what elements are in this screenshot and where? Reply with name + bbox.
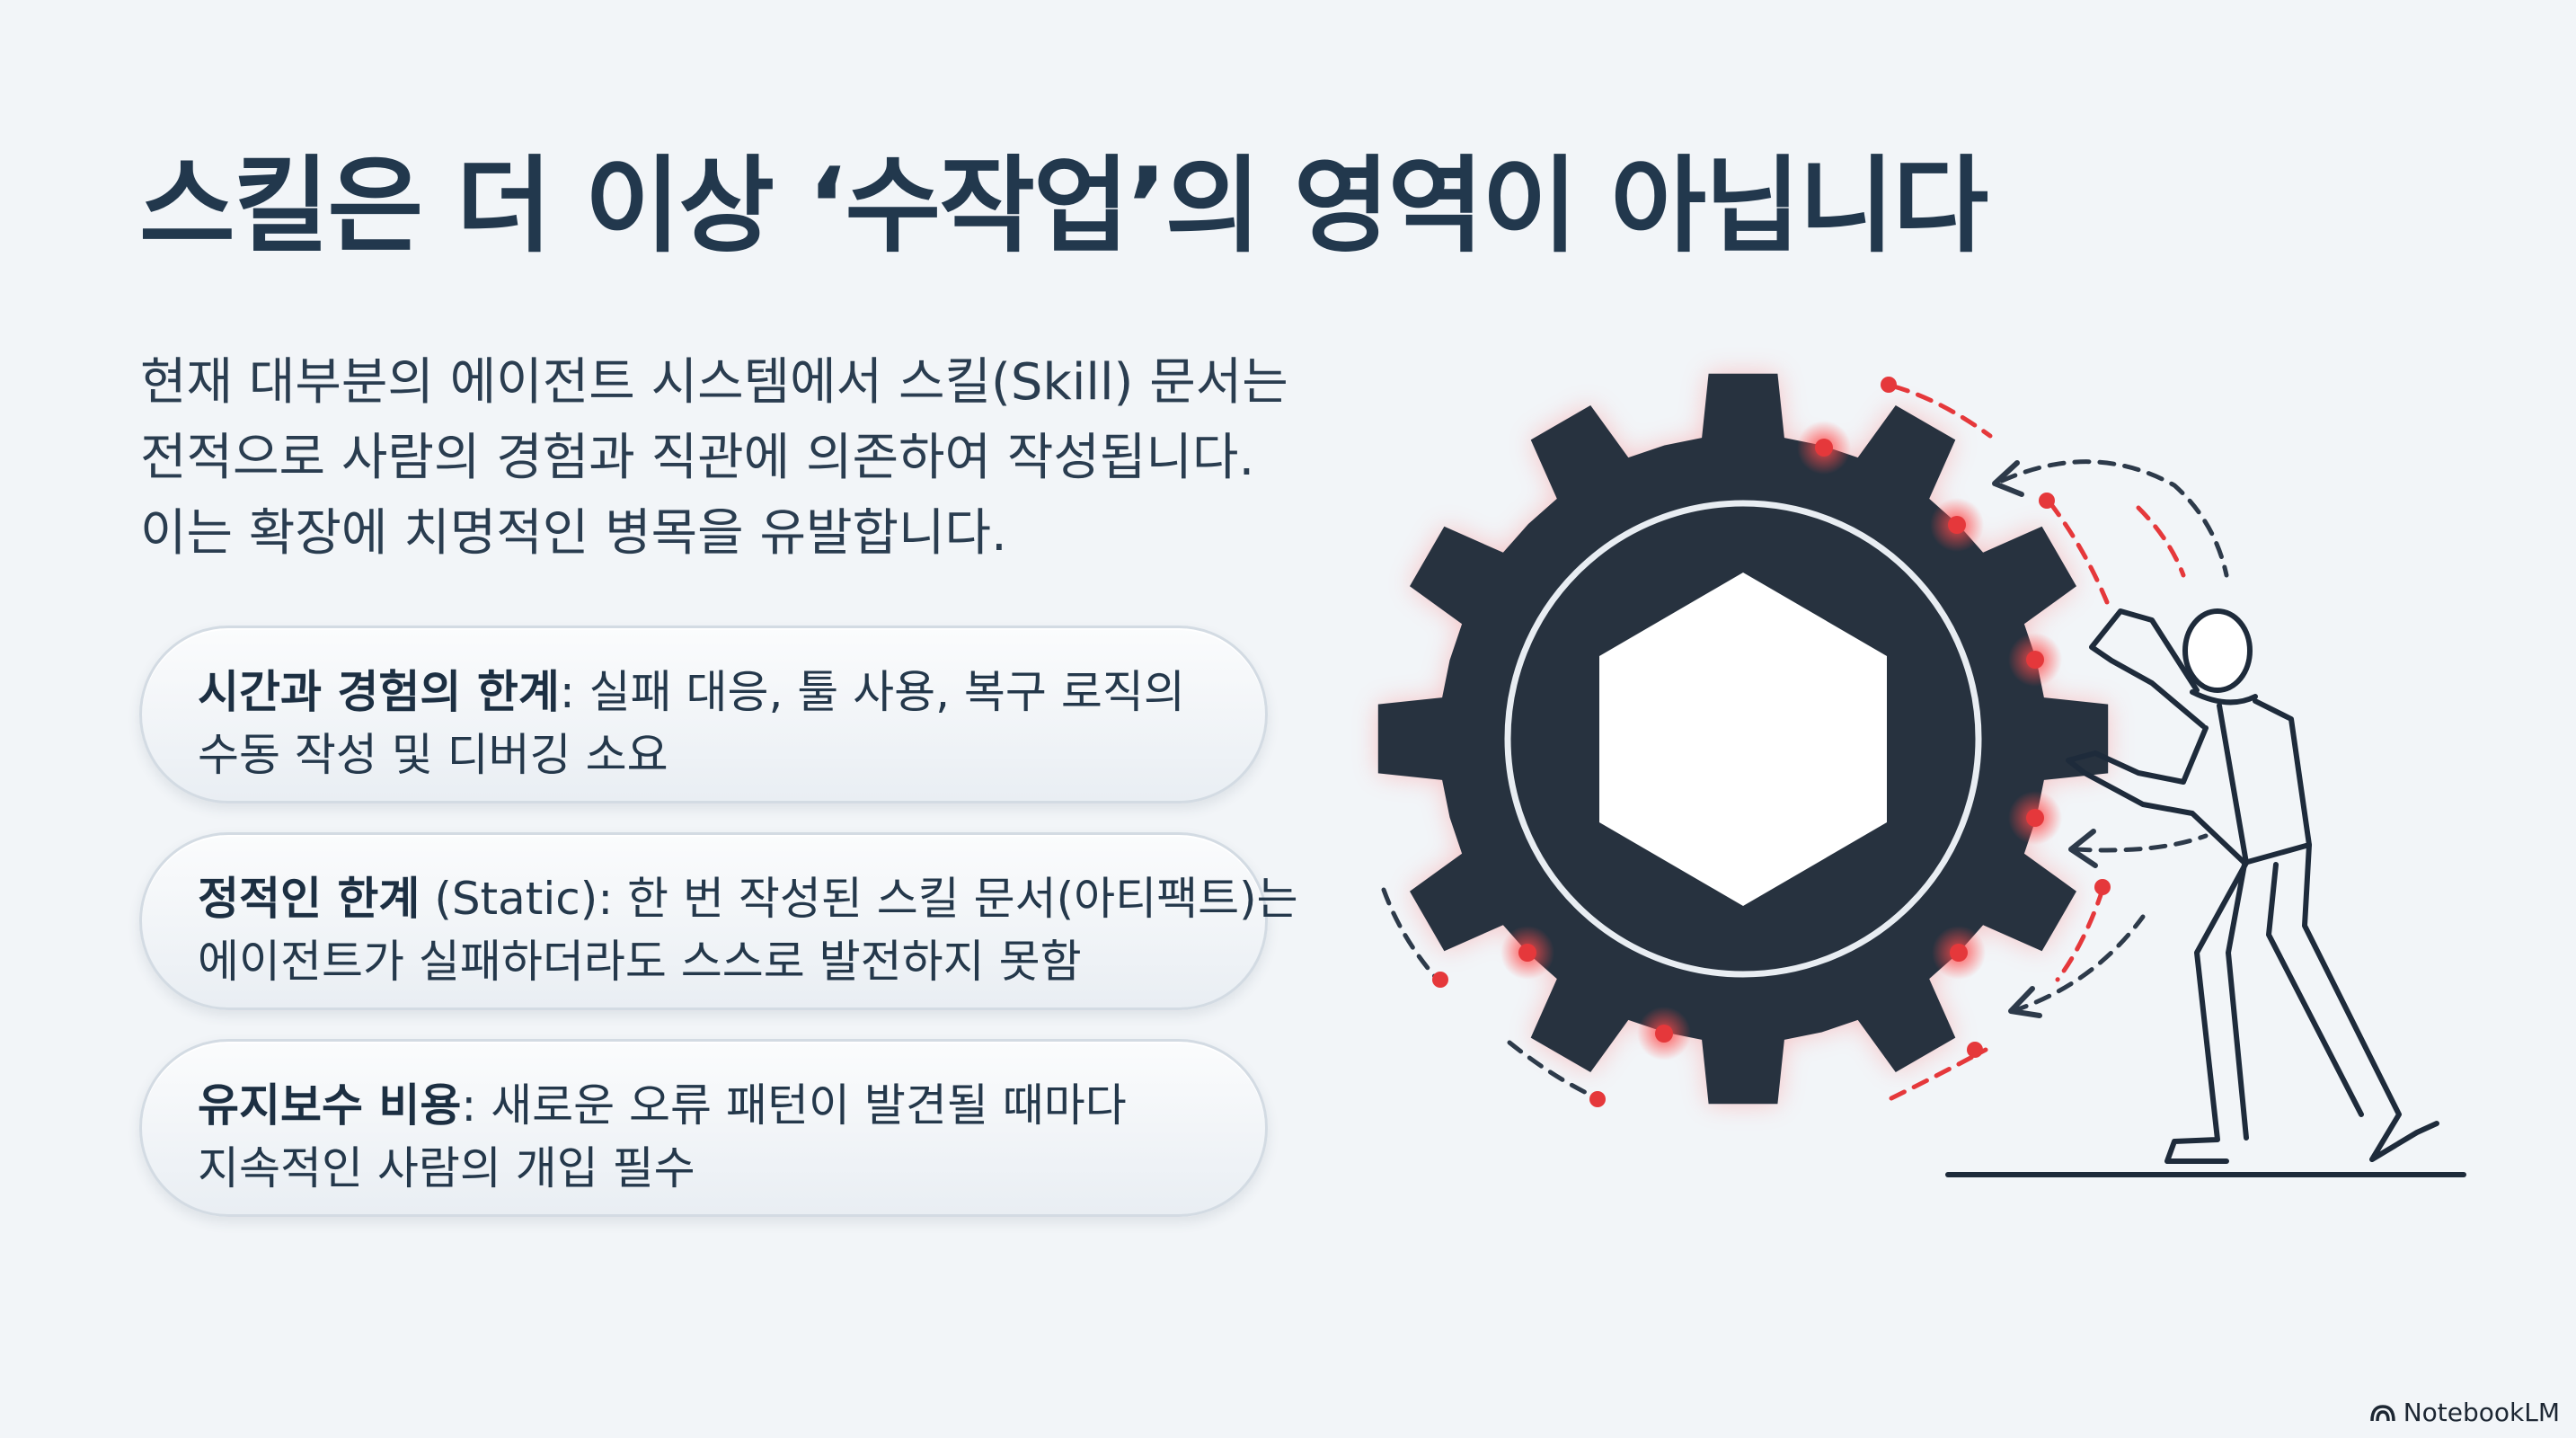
card-text: 지속적인 사람의 개입 필수: [198, 1142, 695, 1194]
brand-label: NotebookLM: [2403, 1398, 2560, 1427]
arrow-heads: [1992, 460, 2098, 1018]
card-heading: 정적인 한계: [198, 873, 420, 925]
intro-line: 이는 확장에 치명적인 병목을 유발합니다.: [140, 504, 1007, 563]
card-heading: 시간과 경험의 한계: [198, 666, 560, 718]
card-text: : 새로운 오류 패턴이 발견될 때마다: [461, 1079, 1127, 1132]
intro-paragraph: 현재 대부분의 에이전트 시스템에서 스킬(Skill) 문서는 전적으로 사람…: [140, 345, 1308, 572]
limitation-card-maintenance: 유지보수 비용: 새로운 오류 패턴이 발견될 때마다 지속적인 사람의 개입 …: [139, 1039, 1268, 1217]
person-pushing-gear-illustration: [1377, 373, 2466, 1177]
gear-highlight-dots: [1500, 421, 2062, 1061]
limitation-card-static: 정적인 한계 (Static): 한 번 작성된 스킬 문서(아티팩트)는 에이…: [139, 832, 1298, 1010]
intro-line: 현재 대부분의 에이전트 시스템에서 스킬(Skill) 문서는: [140, 353, 1288, 412]
limitation-card-time: 시간과 경험의 한계: 실패 대응, 툴 사용, 복구 로직의 수동 작성 및 …: [139, 626, 1268, 803]
notebooklm-logo-icon: [2369, 1404, 2395, 1421]
card-text: : 한 번 작성된 스킬 문서(아티팩트)는: [598, 873, 1298, 925]
page-title: 스킬은 더 이상 ‘수작업’의 영역이 아닙니다: [139, 146, 1988, 267]
card-text: 에이전트가 실패하더라도 스스로 발전하지 못함: [198, 936, 1082, 988]
motion-dots: [1432, 377, 2111, 1107]
rotation-motion-lines: [1381, 384, 2229, 1101]
card-text: 수동 작성 및 디버깅 소요: [198, 729, 668, 781]
person-figure: [2066, 608, 2439, 1164]
card-text: : 실패 대응, 툴 사용, 복구 로직의: [559, 666, 1185, 718]
brand-mark: NotebookLM: [2369, 1398, 2560, 1427]
card-heading: 유지보수 비용: [198, 1079, 462, 1132]
intro-line: 전적으로 사람의 경험과 직관에 의존하여 작성됩니다.: [140, 429, 1255, 487]
hexagon-hole: [1599, 573, 1887, 906]
card-heading-suffix: (Static): [420, 873, 598, 925]
